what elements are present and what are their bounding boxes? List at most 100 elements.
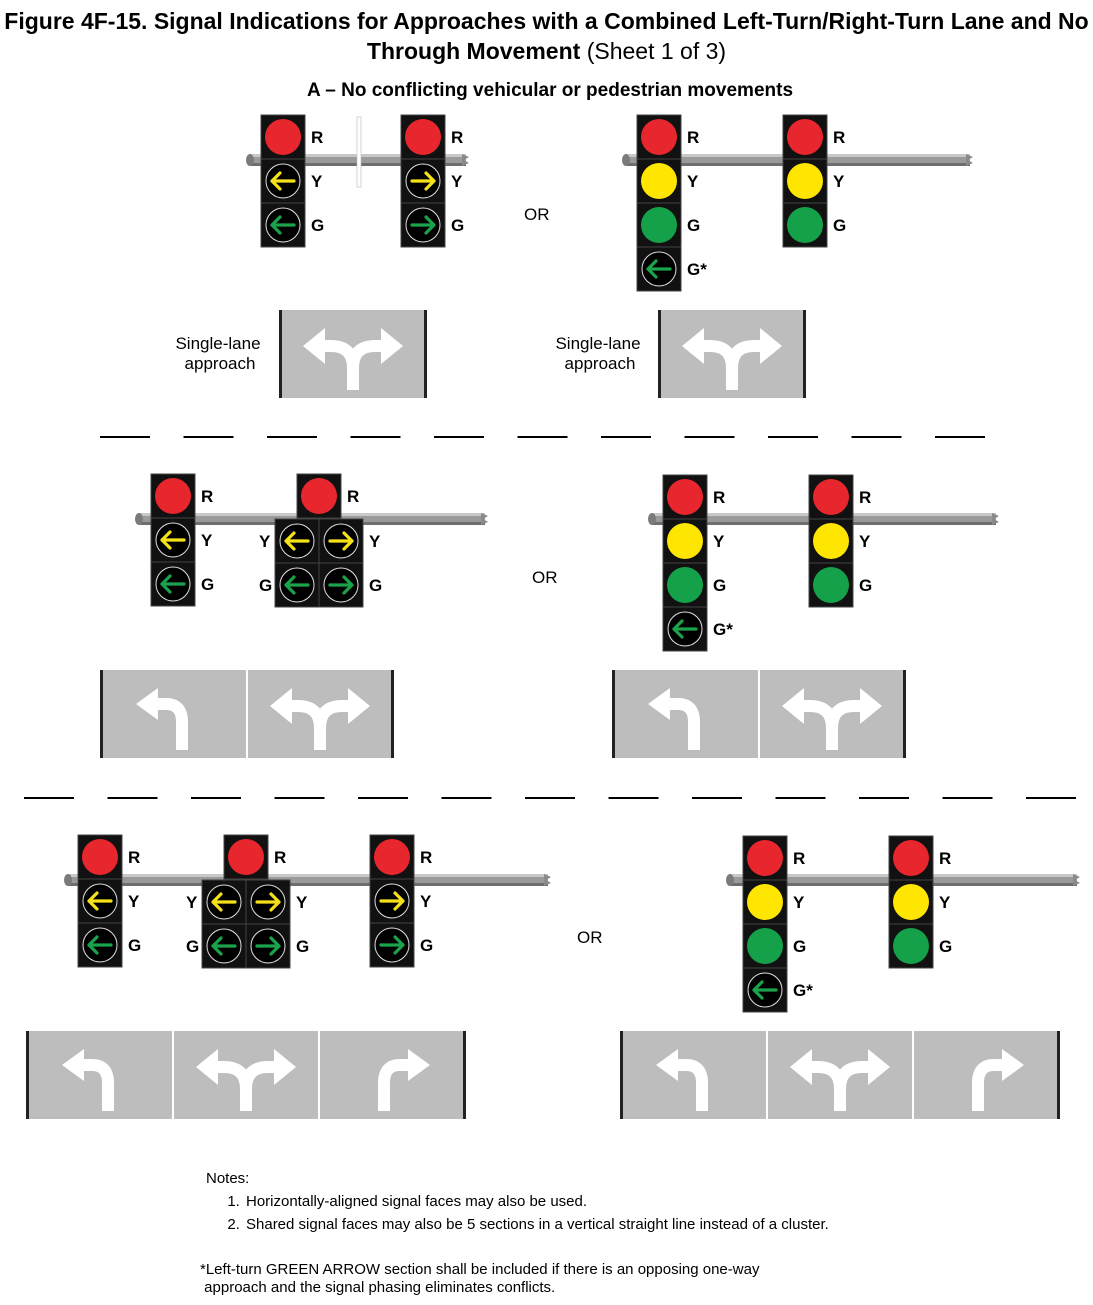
signal-label: Y — [687, 172, 699, 191]
yellow-light-icon — [787, 163, 823, 199]
signal-section — [742, 923, 788, 969]
right-arrow-icon — [374, 883, 410, 919]
mast-arm-pole-icon — [64, 874, 551, 886]
signal-label: R — [687, 128, 699, 147]
green-light-icon — [667, 567, 703, 603]
section-divider — [24, 797, 1076, 799]
or-label: OR — [524, 205, 550, 224]
signal-label: G — [859, 576, 872, 595]
pavement-lanes — [620, 1031, 1060, 1119]
pavement-lanes — [279, 310, 427, 398]
figure-title: Figure 4F-15. Signal Indications for App… — [0, 6, 1093, 66]
signal-label: R — [859, 488, 871, 507]
signal-section — [782, 158, 828, 204]
yellow-light-icon — [641, 163, 677, 199]
yellow-light-icon — [893, 884, 929, 920]
pavement-lanes — [26, 1031, 466, 1119]
red-light-icon — [82, 839, 118, 875]
signal-section — [400, 114, 446, 160]
left-turn-pavement-arrow-icon — [656, 1049, 708, 1111]
signal-label: R — [939, 849, 951, 868]
signal-label: Y — [186, 893, 198, 912]
left-arrow-icon — [279, 523, 315, 559]
signal-section — [318, 518, 364, 564]
left-arrow-icon — [265, 207, 301, 243]
signal-label: G* — [713, 620, 733, 639]
pavement-lanes — [612, 670, 906, 758]
signal-label: R — [833, 128, 845, 147]
left-turn-pavement-arrow-icon — [62, 1049, 114, 1111]
left-right-pavement-arrow-icon — [790, 1049, 890, 1111]
signal-label: G — [259, 576, 272, 595]
left-arrow-icon — [82, 883, 118, 919]
signal-label: G — [793, 937, 806, 956]
signal-section — [662, 562, 708, 608]
signal-section — [636, 114, 682, 160]
right-arrow-icon — [250, 884, 286, 920]
left-right-pavement-arrow-icon — [682, 328, 782, 390]
signal-section — [150, 517, 196, 563]
red-light-icon — [155, 478, 191, 514]
pole-bracket — [356, 116, 362, 188]
signal-label: Y — [793, 893, 805, 912]
signal-section — [662, 606, 708, 652]
section-divider — [100, 436, 985, 438]
signal-label: G* — [793, 981, 813, 1000]
signal-section — [662, 518, 708, 564]
signal-label: G — [833, 216, 846, 235]
right-turn-pavement-arrow-icon — [378, 1049, 430, 1111]
signal-section — [77, 878, 123, 924]
signal-label: G — [369, 576, 382, 595]
signal-label: G — [311, 216, 324, 235]
right-arrow-icon — [250, 928, 286, 964]
signal-label: G — [296, 937, 309, 956]
signal-label: R — [347, 487, 359, 506]
signal-section — [245, 923, 291, 969]
note-item: Horizontally-aligned signal faces may al… — [244, 1190, 829, 1213]
signal-section — [400, 202, 446, 248]
signal-section — [888, 923, 934, 969]
signal-section — [808, 562, 854, 608]
signal-section — [400, 158, 446, 204]
signal-label: G — [687, 216, 700, 235]
green-light-icon — [893, 928, 929, 964]
green-light-icon — [813, 567, 849, 603]
left-turn-pavement-arrow-icon — [136, 688, 188, 750]
signal-label: R — [128, 848, 140, 867]
signal-section — [274, 562, 320, 608]
signal-section — [274, 518, 320, 564]
yellow-light-icon — [813, 523, 849, 559]
left-arrow-icon — [155, 522, 191, 558]
right-arrow-icon — [323, 567, 359, 603]
red-light-icon — [787, 119, 823, 155]
signal-section — [782, 202, 828, 248]
signal-section — [369, 834, 415, 880]
signal-section — [150, 473, 196, 519]
signal-section — [201, 879, 247, 925]
left-arrow-icon — [206, 928, 242, 964]
notes-list: Horizontally-aligned signal faces may al… — [206, 1190, 829, 1236]
signal-section — [888, 879, 934, 925]
or-label: OR — [532, 568, 558, 587]
figure-title-sheet: (Sheet 1 of 3) — [586, 38, 727, 64]
signal-section — [260, 202, 306, 248]
signal-section — [808, 474, 854, 520]
signal-label: G — [128, 936, 141, 955]
red-light-icon — [374, 839, 410, 875]
left-arrow-icon — [155, 566, 191, 602]
signal-section — [636, 158, 682, 204]
left-arrow-icon — [641, 251, 677, 287]
signal-section — [260, 114, 306, 160]
signal-section — [318, 562, 364, 608]
signal-label: Y — [296, 893, 308, 912]
green-light-icon — [641, 207, 677, 243]
signal-label: Y — [859, 532, 871, 551]
signal-section — [77, 922, 123, 968]
signal-label: Y — [201, 531, 213, 550]
signal-section — [201, 923, 247, 969]
red-light-icon — [265, 119, 301, 155]
left-right-pavement-arrow-icon — [270, 688, 370, 750]
signal-section — [636, 246, 682, 292]
footnote-line: *Left-turn GREEN ARROW section shall be … — [200, 1261, 760, 1278]
